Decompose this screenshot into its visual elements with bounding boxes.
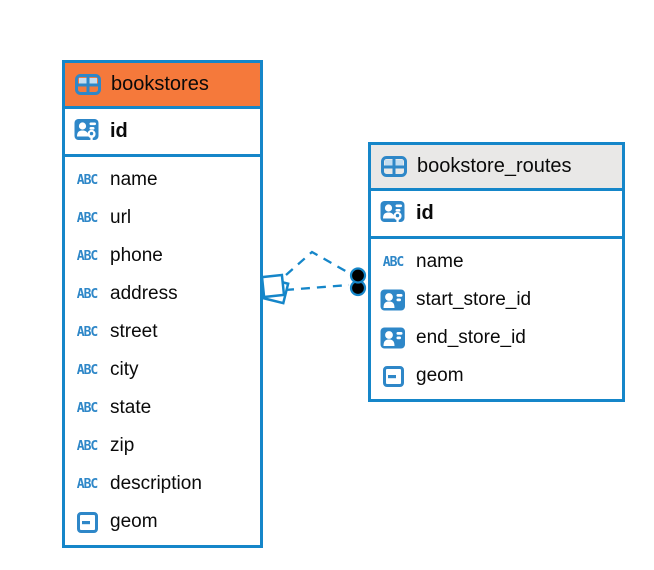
column-name: geom [416, 365, 464, 386]
column-row[interactable]: ABC state [65, 389, 260, 427]
column-name: name [416, 251, 464, 272]
text-type-icon: ABC [76, 286, 99, 302]
columns-list: ABC name start_store_id end_store_id geo… [371, 239, 622, 399]
column-row[interactable]: geom [65, 503, 260, 541]
column-name: zip [110, 435, 135, 456]
primary-key-name: id [416, 202, 434, 224]
geometry-type-icon [73, 511, 101, 533]
relation-line-1[interactable] [285, 250, 350, 276]
text-type-icon: ABC [382, 254, 405, 270]
column-name: end_store_id [416, 327, 526, 348]
column-name: address [110, 283, 178, 304]
table-header-bookstore-routes[interactable]: bookstore_routes [371, 145, 622, 191]
column-row[interactable]: ABC name [65, 161, 260, 199]
column-row[interactable]: ABC zip [65, 427, 260, 465]
column-name: city [110, 359, 139, 380]
geometry-type-icon [379, 365, 407, 387]
primary-key-row[interactable]: id [371, 191, 622, 239]
table-header-bookstores[interactable]: bookstores [65, 63, 260, 109]
column-row[interactable]: ABC city [65, 351, 260, 389]
person-reference-icon [379, 289, 407, 311]
column-name: street [110, 321, 158, 342]
relation-dots-marker[interactable] [349, 267, 367, 297]
table-icon [380, 156, 408, 177]
column-row[interactable]: end_store_id [371, 319, 622, 357]
column-row[interactable]: ABC phone [65, 237, 260, 275]
text-type-icon: ABC [76, 324, 99, 340]
text-type-icon: ABC [76, 362, 99, 378]
primary-key-row[interactable]: id [65, 109, 260, 157]
table-icon [74, 74, 102, 95]
column-name: state [110, 397, 152, 418]
primary-key-name: id [110, 120, 128, 142]
text-type-icon: ABC [76, 400, 99, 416]
relation-squares-marker[interactable] [260, 273, 290, 305]
table-bookstore-routes[interactable]: bookstore_routes id ABC name [368, 142, 625, 402]
table-title: bookstores [111, 73, 209, 95]
column-name: phone [110, 245, 163, 266]
text-type-icon: ABC [76, 248, 99, 264]
table-title: bookstore_routes [417, 155, 572, 177]
text-type-icon: ABC [76, 476, 99, 492]
text-type-icon: ABC [76, 438, 99, 454]
person-key-icon [73, 118, 101, 145]
relation-line-2[interactable] [284, 283, 350, 292]
person-key-icon [379, 200, 407, 227]
column-row[interactable]: ABC street [65, 313, 260, 351]
columns-list: ABC name ABC url ABC phone ABC address A… [65, 157, 260, 545]
text-type-icon: ABC [76, 210, 99, 226]
text-type-icon: ABC [76, 172, 99, 188]
column-row[interactable]: ABC name [371, 243, 622, 281]
column-row[interactable]: ABC address [65, 275, 260, 313]
column-name: name [110, 169, 158, 190]
column-name: geom [110, 511, 158, 532]
column-row[interactable]: ABC description [65, 465, 260, 503]
column-name: start_store_id [416, 289, 532, 310]
column-name: url [110, 207, 132, 228]
column-row[interactable]: geom [371, 357, 622, 395]
column-row[interactable]: start_store_id [371, 281, 622, 319]
person-reference-icon [379, 327, 407, 349]
column-row[interactable]: ABC url [65, 199, 260, 237]
table-bookstores[interactable]: bookstores id ABC name [62, 60, 263, 548]
column-name: description [110, 473, 202, 494]
